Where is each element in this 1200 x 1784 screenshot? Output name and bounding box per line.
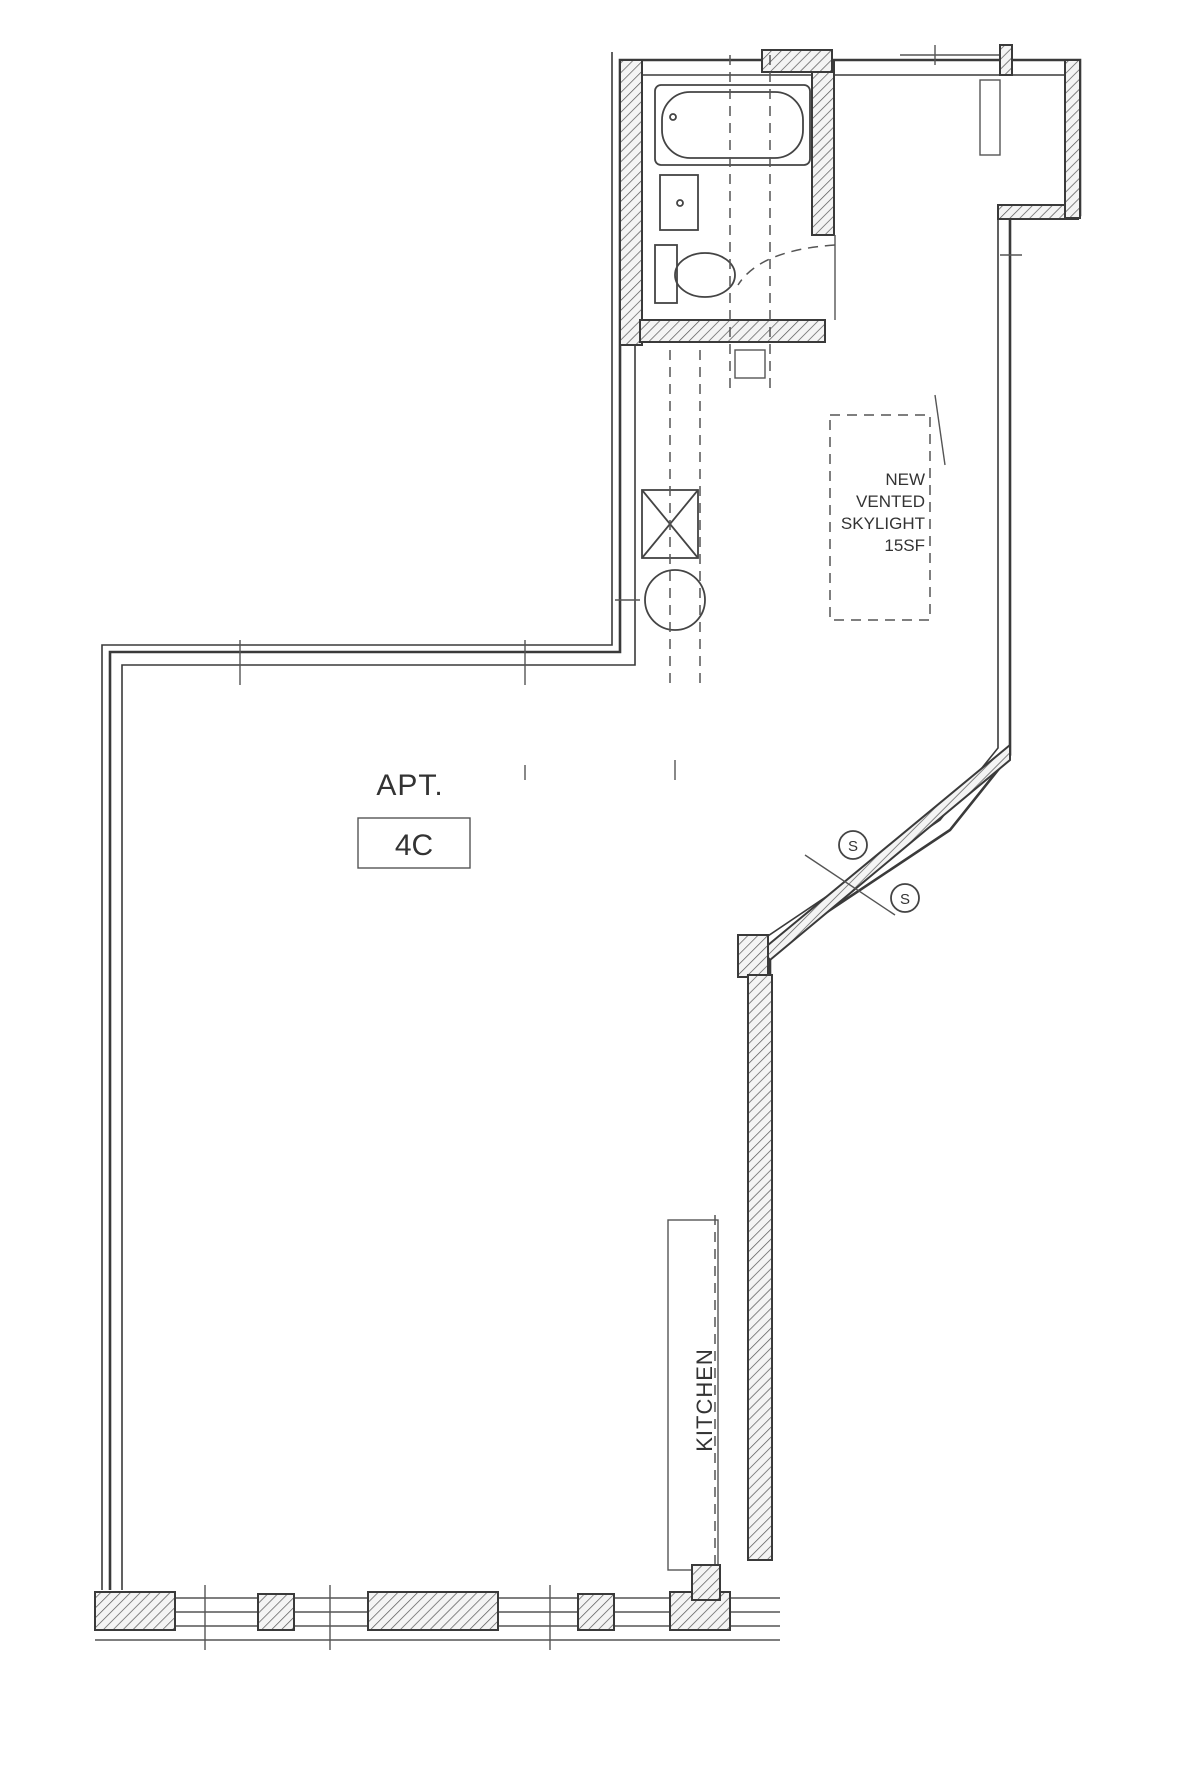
toilet-tank: [654, 244, 678, 304]
bathroom-door-swing: [737, 244, 836, 286]
unit-number-box: [357, 817, 471, 869]
sensor-label-2: S: [900, 891, 910, 908]
bathtub: [654, 84, 811, 166]
pier-3: [367, 1591, 499, 1631]
dimension-ticks: [239, 254, 1022, 780]
column-circle: [644, 569, 706, 631]
kitchen-counter: KITCHEN: [667, 1215, 721, 1601]
window-wall-bottom: [94, 1585, 780, 1650]
skylight-line-3: SKYLIGHT: [841, 514, 925, 533]
pier-4: [577, 1593, 615, 1631]
kitchen-label: KITCHEN: [692, 1348, 717, 1452]
pier-1: [94, 1591, 176, 1631]
unit-label: APT. 4C: [357, 769, 471, 869]
bathroom: [619, 49, 836, 395]
sink: [659, 174, 699, 231]
toilet-bowl: [674, 252, 736, 298]
sensor-circle-2: [890, 883, 920, 913]
sensor-circle-1: [838, 830, 868, 860]
right-wall-hatch: [737, 59, 1081, 1561]
skylight-line-4: 15SF: [884, 536, 925, 555]
skylight-line-2: VENTED: [856, 492, 925, 511]
entry-door: [900, 44, 1013, 156]
sensor-markers: S S: [804, 830, 920, 916]
skylight-line-1: NEW: [885, 470, 925, 489]
pier-2: [257, 1593, 295, 1631]
unit-word: APT.: [376, 769, 443, 802]
shaft-and-column: [641, 350, 706, 690]
sensor-label-1: S: [848, 838, 858, 855]
skylight-label: NEW VENTED SKYLIGHT 15SF: [841, 470, 925, 555]
skylight-outline: [829, 394, 946, 621]
unit-number: 4C: [395, 829, 433, 862]
